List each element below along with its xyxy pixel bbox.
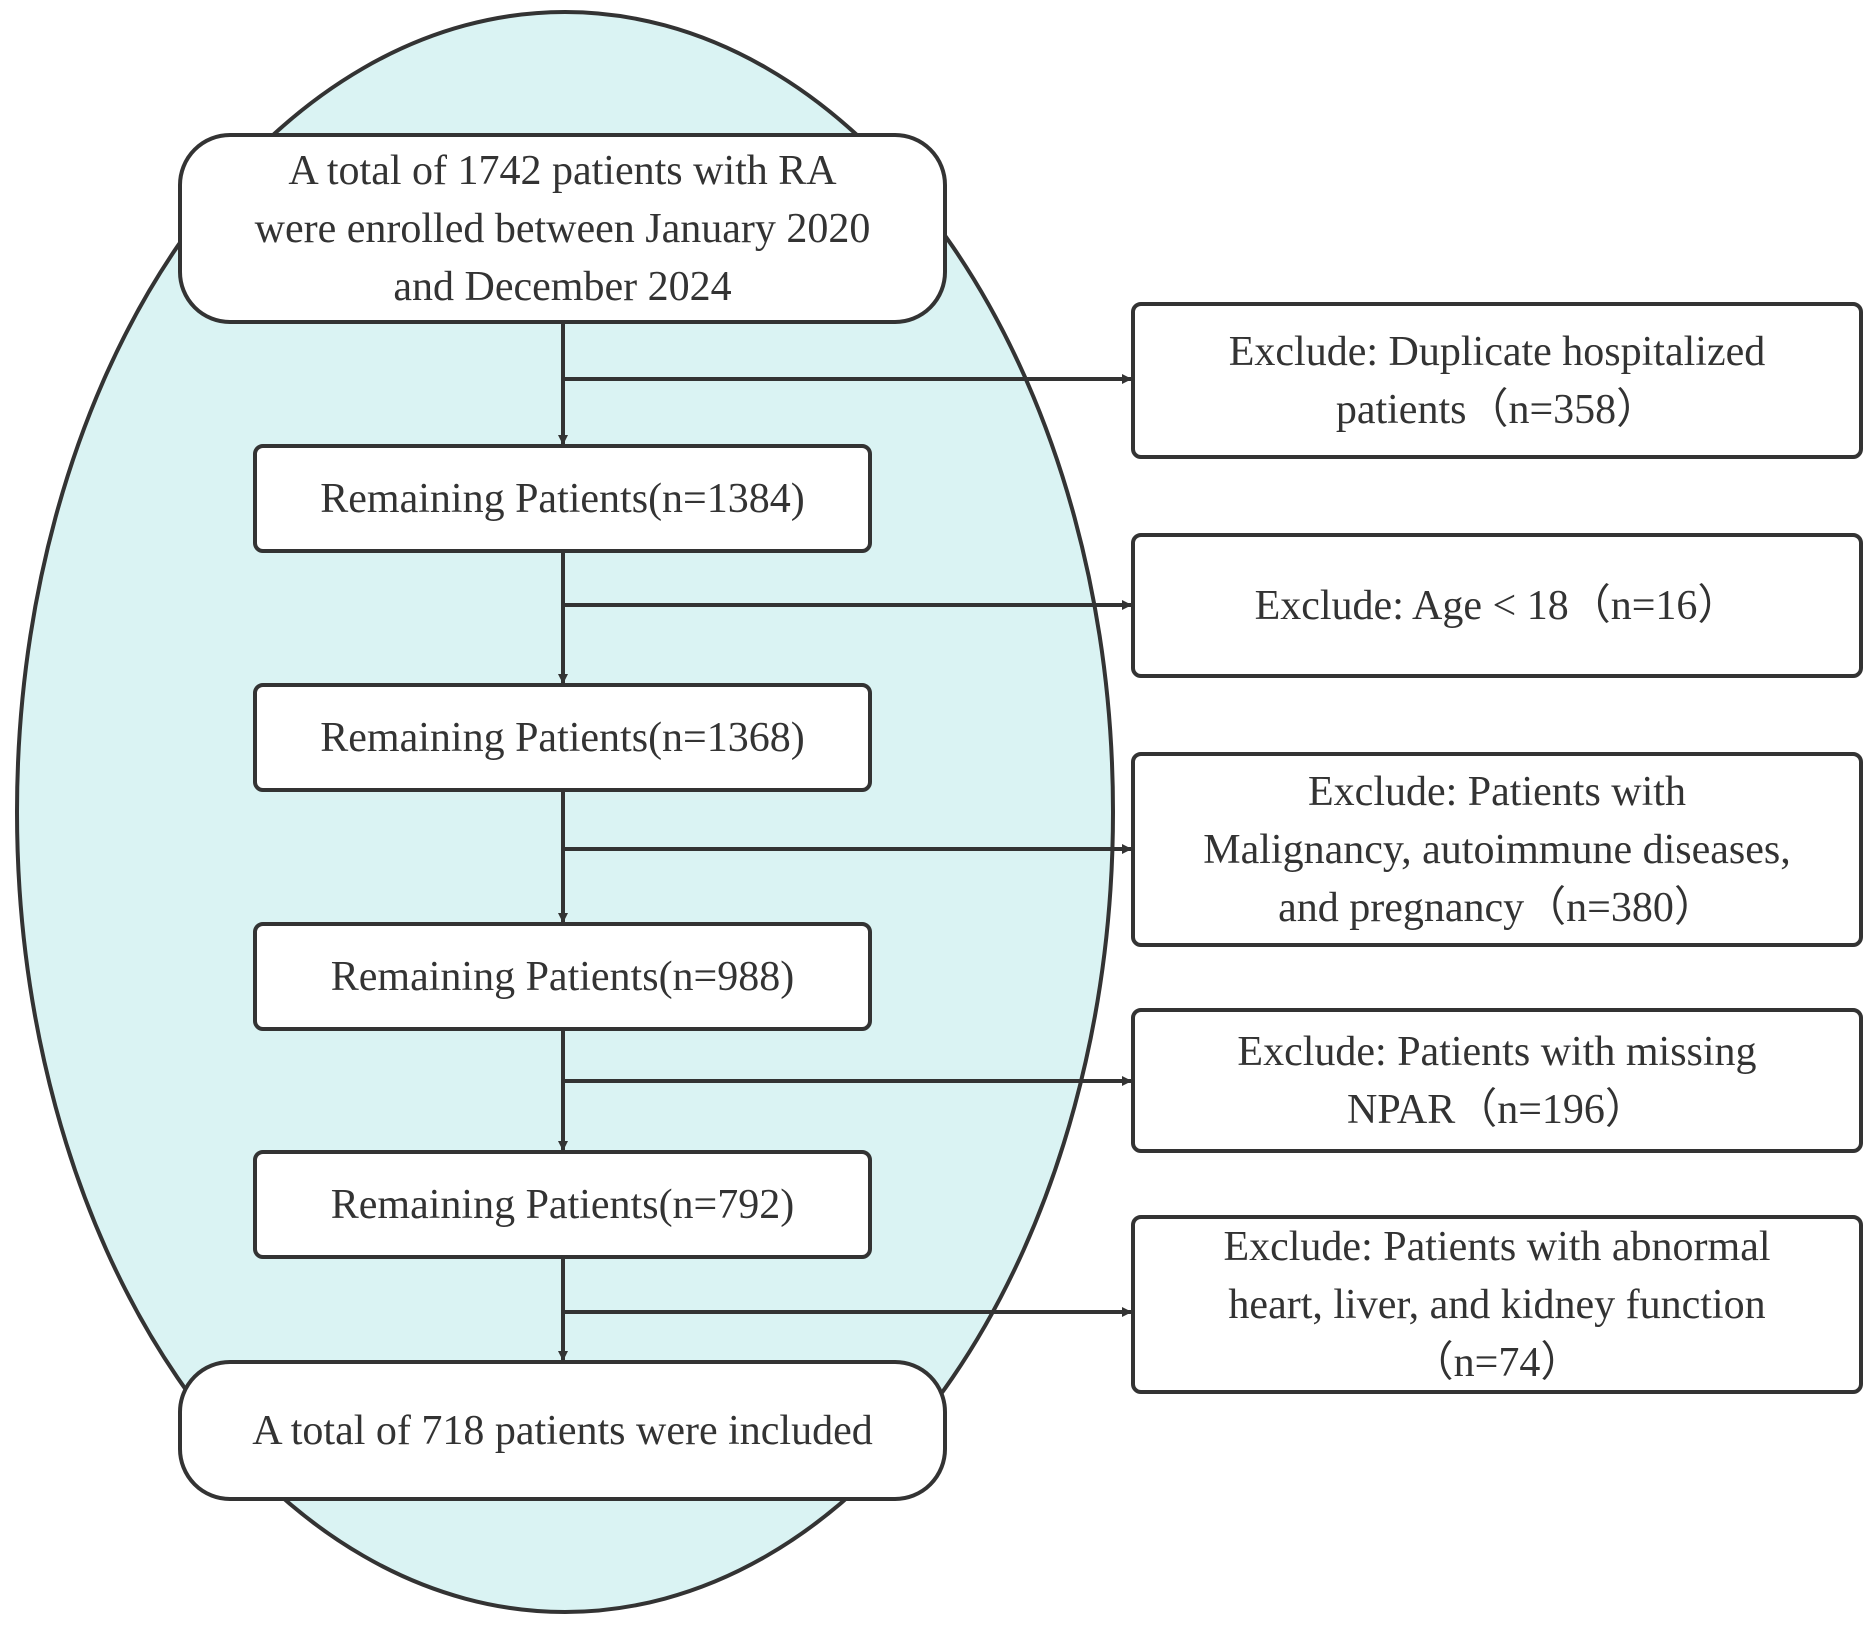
exclude-text-5: Exclude: Patients with abnormal heart, l… bbox=[1223, 1223, 1771, 1386]
exclude-text-4: Exclude: Patients with missing NPAR（n=19… bbox=[1237, 1028, 1757, 1133]
start-text: A total of 1742 patients with RA were en… bbox=[254, 147, 871, 310]
end-box bbox=[178, 1360, 947, 1501]
exclude-box-5 bbox=[1131, 1215, 1863, 1394]
exclude-text-2: Exclude: Age < 18（n=16） bbox=[1254, 582, 1740, 629]
exclude-box-3 bbox=[1131, 752, 1863, 947]
exclude-box-2 bbox=[1131, 533, 1863, 678]
exclude-box-1 bbox=[1131, 302, 1863, 459]
remaining-text-3: Remaining Patients(n=988) bbox=[330, 953, 795, 1000]
remaining-text-4: Remaining Patients(n=792) bbox=[330, 1181, 795, 1228]
remaining-text-1: Remaining Patients(n=1384) bbox=[320, 475, 805, 522]
remaining-text-2: Remaining Patients(n=1368) bbox=[320, 714, 805, 761]
end-text: A total of 718 patients were included bbox=[252, 1407, 873, 1454]
exclude-text-3: Exclude: Patients with Malignancy, autoi… bbox=[1203, 768, 1791, 931]
exclude-box-4 bbox=[1131, 1008, 1863, 1153]
exclude-text-1: Exclude: Duplicate hospitalized patients… bbox=[1228, 328, 1766, 433]
